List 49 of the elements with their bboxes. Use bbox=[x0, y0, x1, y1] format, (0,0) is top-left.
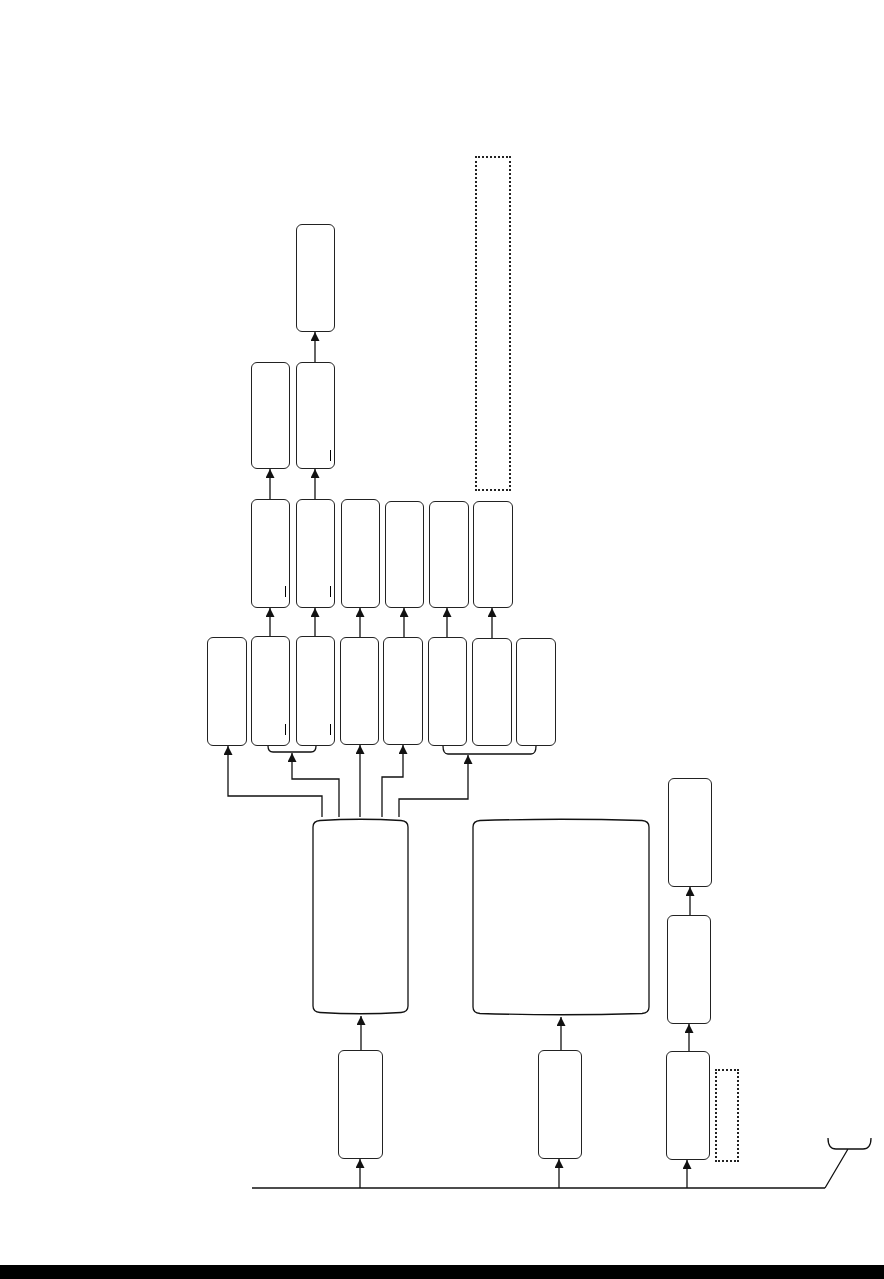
arrow bbox=[287, 752, 340, 818]
arrow bbox=[355, 1158, 365, 1189]
arrow bbox=[310, 331, 320, 363]
arrow bbox=[265, 468, 275, 500]
arrow bbox=[442, 607, 452, 638]
rounded-box bbox=[473, 501, 513, 608]
rounded-box bbox=[251, 499, 290, 608]
dotted-box bbox=[475, 156, 511, 491]
rounded-box bbox=[251, 362, 290, 469]
arrow bbox=[399, 607, 409, 638]
arrow bbox=[223, 745, 323, 818]
rounded-box bbox=[296, 224, 335, 332]
arrow bbox=[310, 607, 320, 637]
rounded-box bbox=[538, 1050, 582, 1159]
arrow bbox=[356, 1015, 366, 1051]
rounded-box bbox=[251, 636, 290, 746]
arrow bbox=[355, 607, 365, 638]
arrow bbox=[684, 1023, 694, 1052]
arrow bbox=[310, 468, 320, 500]
arrow bbox=[682, 1159, 692, 1189]
arrow bbox=[685, 886, 695, 916]
rounded-box bbox=[296, 636, 335, 746]
bracket bbox=[267, 746, 317, 753]
rounded-box bbox=[207, 637, 247, 746]
rounded-box bbox=[472, 638, 512, 746]
arrow bbox=[265, 607, 275, 637]
rounded-box bbox=[340, 637, 379, 745]
rounded-box bbox=[668, 778, 712, 887]
rounded-box bbox=[666, 1051, 710, 1160]
rounded-box bbox=[296, 499, 335, 608]
rounded-box bbox=[383, 637, 423, 745]
arrow bbox=[381, 744, 408, 818]
arrow bbox=[554, 1158, 564, 1189]
rounded-box bbox=[667, 915, 711, 1024]
arrow bbox=[487, 607, 497, 639]
rounded-box bbox=[429, 501, 469, 608]
dotted-box bbox=[715, 1069, 739, 1162]
rounded-box bbox=[385, 501, 424, 608]
arrow bbox=[556, 1016, 566, 1051]
rounded-box bbox=[472, 817, 650, 1017]
rounded-box bbox=[428, 637, 467, 746]
rounded-box bbox=[296, 362, 335, 469]
rounded-box bbox=[516, 638, 556, 746]
arrow bbox=[398, 754, 473, 818]
rounded-box bbox=[338, 1050, 383, 1159]
bracket bbox=[442, 746, 537, 755]
arrow bbox=[355, 744, 365, 818]
rounded-box bbox=[341, 499, 380, 608]
rounded-box bbox=[312, 817, 409, 1016]
